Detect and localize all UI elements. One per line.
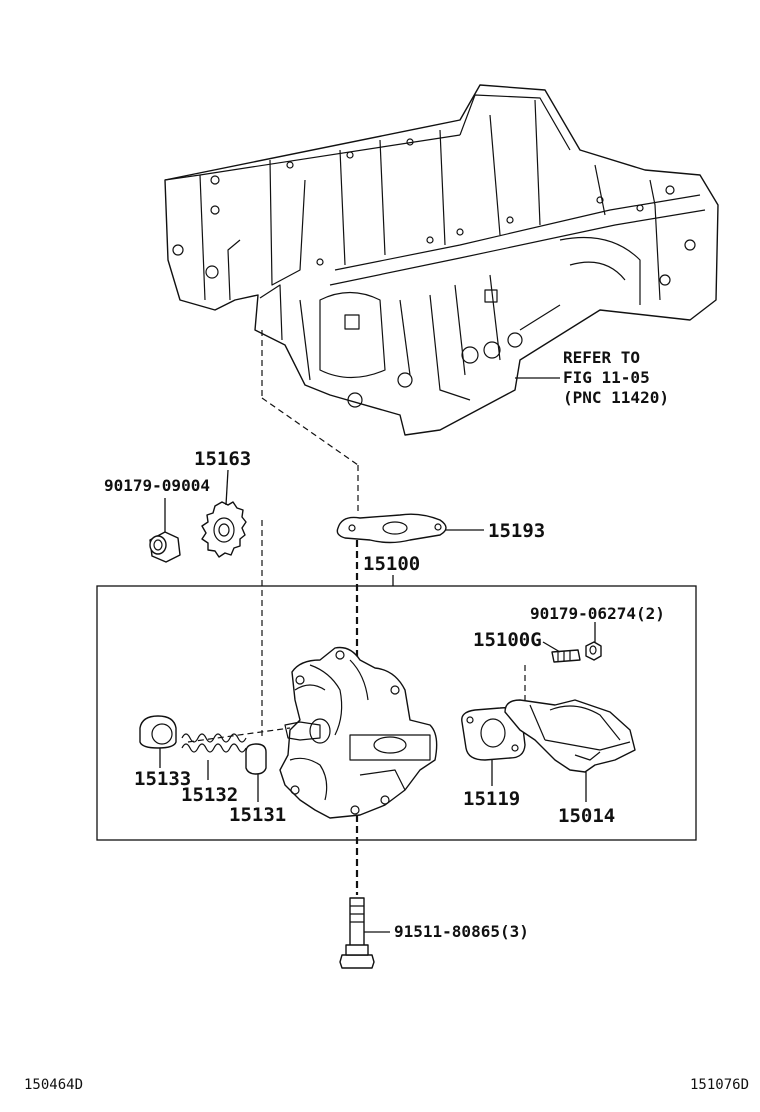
drawing-code-left: 150464D [24,1077,84,1093]
strainer-gasket-drawing [461,707,526,761]
sprocket-drawing [201,501,247,558]
fig-ref-label: FIG 11-05 [563,368,650,387]
assembly-frame [96,585,697,841]
part-15014-label: 15014 [558,805,616,827]
nut-drawing [149,531,181,563]
oil-strainer-drawing [504,699,636,773]
spring-drawing [181,733,247,753]
part-15131-label: 15131 [229,804,287,826]
part-90179-06274-label: 90179-06274(2) [530,604,665,623]
part-91511-80865-label: 91511-80865(3) [394,922,529,941]
stud-drawing [551,649,581,663]
drawing-code-right: 151076D [690,1077,750,1093]
part-90179-09004-label: 90179-09004 [104,476,210,495]
part-15193-label: 15193 [488,520,546,542]
refer-to-label: REFER TO [563,348,641,367]
part-15100-label: 15100 [363,553,421,575]
pnc-ref-label: (PNC 11420) [563,388,669,407]
bolt-drawing [339,897,375,969]
gasket-drawing [336,513,447,544]
relief-valve-drawing [245,743,267,775]
oil-pump-drawing [279,646,438,819]
part-15132-label: 15132 [181,784,239,806]
part-15133-label: 15133 [134,768,192,790]
small-nut-drawing [585,641,602,661]
part-15163-label: 15163 [194,448,252,470]
oil-pan-drawing [164,84,719,436]
plug-drawing [139,715,177,749]
part-15100g-label: 15100G [473,629,542,651]
part-15119-label: 15119 [463,788,521,810]
